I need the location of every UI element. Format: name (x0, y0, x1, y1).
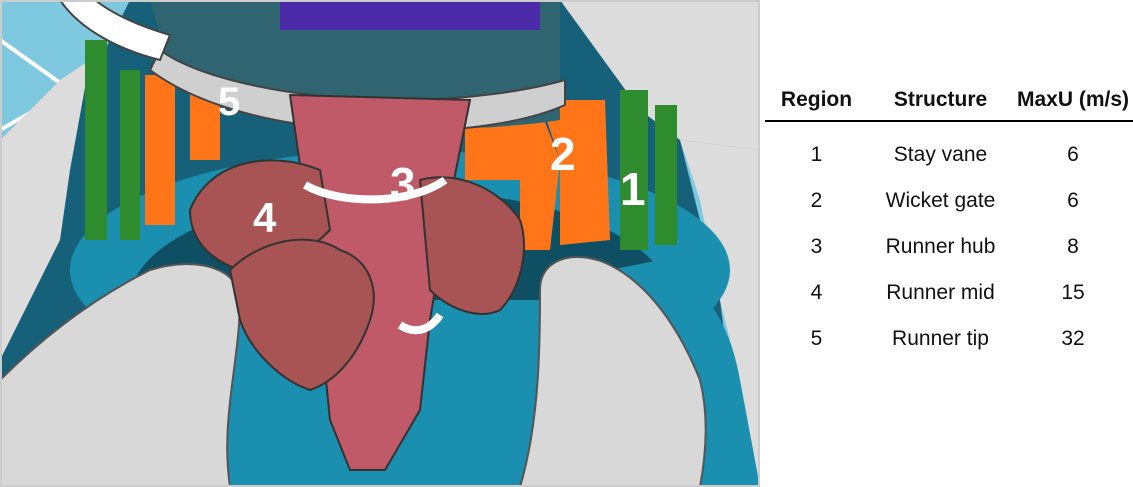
turbine-cutaway-diagram: 1 2 3 4 5 (0, 0, 760, 487)
cell-region: 1 (765, 121, 868, 178)
head-cover-top (280, 0, 540, 30)
cell-maxu: 8 (1013, 224, 1133, 270)
wicket-gate-left-1 (145, 75, 175, 225)
region-table-panel: Region Structure MaxU (m/s) 1 Stay vane … (760, 0, 1133, 487)
table-row: 1 Stay vane 6 (765, 121, 1133, 178)
region-label-4: 4 (253, 194, 277, 241)
region-label-3: 3 (390, 158, 416, 210)
cell-region: 2 (765, 178, 868, 224)
cell-structure: Runner tip (868, 316, 1013, 362)
cell-structure: Wicket gate (868, 178, 1013, 224)
table-row: 5 Runner tip 32 (765, 316, 1133, 362)
cell-region: 4 (765, 270, 868, 316)
cell-maxu: 6 (1013, 121, 1133, 178)
stay-vane-left-1 (85, 40, 107, 240)
table-row: 4 Runner mid 15 (765, 270, 1133, 316)
table-header-row: Region Structure MaxU (m/s) (765, 88, 1133, 121)
region-table: Region Structure MaxU (m/s) 1 Stay vane … (765, 88, 1133, 362)
stay-vane-left-2 (120, 70, 140, 240)
region-label-1: 1 (620, 163, 646, 215)
header-region: Region (765, 88, 868, 121)
cell-maxu: 32 (1013, 316, 1133, 362)
cell-region: 5 (765, 316, 868, 362)
cell-structure: Runner hub (868, 224, 1013, 270)
table-row: 3 Runner hub 8 (765, 224, 1133, 270)
stay-vane-right-2 (655, 105, 677, 245)
cell-structure: Runner mid (868, 270, 1013, 316)
region-label-5: 5 (218, 80, 240, 124)
cell-region: 3 (765, 224, 868, 270)
region-label-2: 2 (550, 128, 576, 180)
header-maxu: MaxU (m/s) (1013, 88, 1133, 121)
header-structure: Structure (868, 88, 1013, 121)
cell-maxu: 6 (1013, 178, 1133, 224)
cell-maxu: 15 (1013, 270, 1133, 316)
cell-structure: Stay vane (868, 121, 1013, 178)
table-row: 2 Wicket gate 6 (765, 178, 1133, 224)
